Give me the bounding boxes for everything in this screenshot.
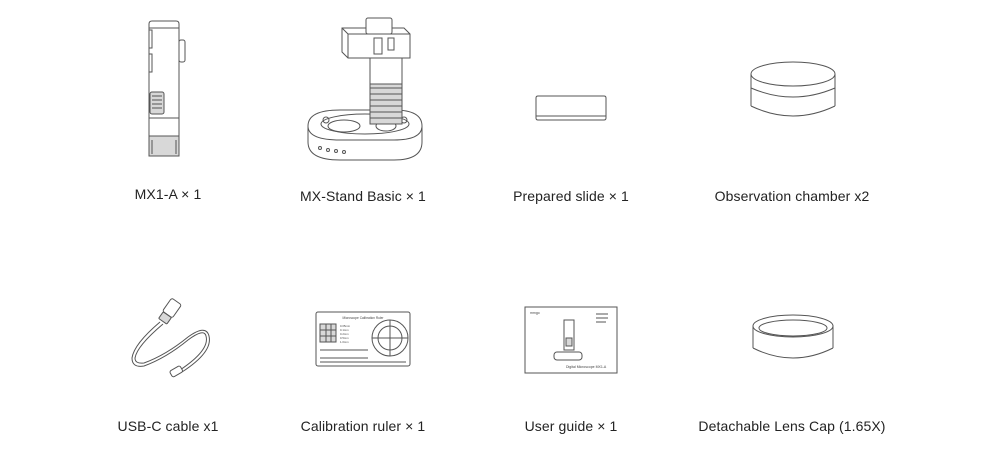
item-label: Calibration ruler × 1 (300, 418, 426, 434)
item-label: USB-C cable x1 (117, 418, 219, 434)
ruler-mark: 1.0mm (340, 340, 349, 344)
ruler-mark: 0.5mm (340, 336, 349, 340)
ruler-card-icon: Microscope Calibration Ruler 0.05mm 0.1m… (314, 310, 412, 368)
ruler-mark: 0.2mm (340, 332, 349, 336)
cable-icon (126, 296, 218, 382)
ruler-mark: 0.05mm (340, 324, 351, 328)
guide-brand: mmgo (530, 311, 540, 315)
item-label: User guide × 1 (524, 418, 618, 434)
user-guide-icon: mmgo Digital Microscope MX1-A (522, 304, 620, 376)
guide-caption: Digital Microscope MX1-A (566, 365, 607, 369)
chamber-icon (746, 56, 840, 126)
ruler-title: Microscope Calibration Ruler (343, 316, 385, 320)
item-label: MX-Stand Basic × 1 (300, 188, 426, 204)
stand-icon (300, 14, 428, 164)
ruler-mark: 0.1mm (340, 328, 349, 332)
item-label: Observation chamber x2 (714, 188, 870, 204)
slide-icon (532, 92, 612, 126)
item-label: Detachable Lens Cap (1.65X) (698, 418, 886, 434)
lens-cap-icon (748, 310, 838, 370)
item-label: Prepared slide × 1 (513, 188, 629, 204)
microscope-icon (140, 18, 196, 160)
item-label: MX1-A × 1 (134, 186, 202, 202)
